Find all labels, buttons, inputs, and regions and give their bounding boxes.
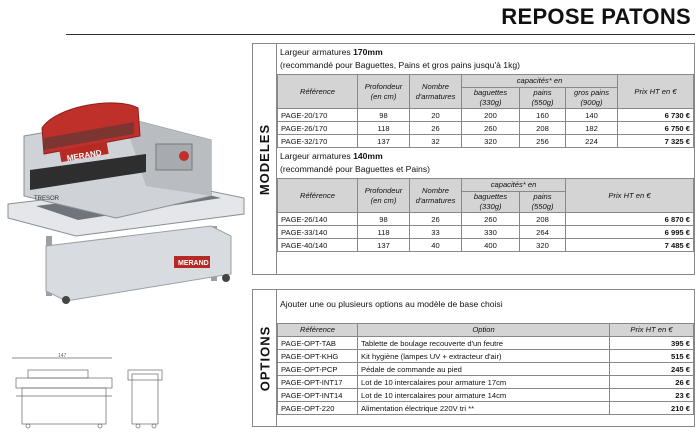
options-intro: Ajouter une ou plusieurs options au modè… bbox=[280, 299, 503, 309]
options-panel: OPTIONS Ajouter une ou plusieurs options… bbox=[252, 289, 695, 427]
svg-text:147: 147 bbox=[58, 353, 67, 359]
col-gros-pains: gros pains (900g) bbox=[565, 87, 618, 109]
col-depth: Profondeur (en cm) bbox=[357, 178, 410, 213]
col-reference: Référence bbox=[277, 323, 358, 337]
options-table: Référence Option Prix HT en € PAGE-OPT-T… bbox=[277, 323, 694, 415]
options-section-label: OPTIONS bbox=[253, 290, 277, 426]
col-option: Option bbox=[357, 323, 610, 337]
col-pains: pains (550g) bbox=[519, 87, 566, 109]
page-title: REPOSE PATONS bbox=[501, 4, 691, 29]
machine-photo: MERAND TRESOR MERAND bbox=[6, 96, 248, 306]
col-capacity: capacités* en bbox=[461, 178, 566, 192]
col-count: Nombre d'armatures bbox=[409, 178, 462, 213]
table-140: Référence Profondeur (en cm) Nombre d'ar… bbox=[277, 178, 694, 252]
table-170: Référence Profondeur (en cm) Nombre d'ar… bbox=[277, 74, 694, 148]
col-capacity: capacités* en bbox=[461, 74, 618, 88]
col-price: Prix HT en € bbox=[565, 178, 694, 213]
title-rule bbox=[66, 34, 695, 35]
group-140-heading: Largeur armatures 140mm (recommandé pour… bbox=[280, 151, 430, 174]
col-baguettes: baguettes (330g) bbox=[461, 87, 520, 109]
col-count: Nombre d'armatures bbox=[409, 74, 462, 109]
technical-drawing: 147 bbox=[8, 352, 168, 432]
group-170-heading: Largeur armatures 170mm (recommandé pour… bbox=[280, 47, 521, 70]
col-baguettes: baguettes (330g) bbox=[461, 191, 520, 213]
col-reference: Référence bbox=[277, 74, 358, 109]
models-section-label: MODELES bbox=[253, 44, 277, 274]
col-price: Prix HT en € bbox=[609, 323, 694, 337]
col-depth: Profondeur (en cm) bbox=[357, 74, 410, 109]
col-reference: Référence bbox=[277, 178, 358, 213]
svg-text:TRESOR: TRESOR bbox=[34, 196, 60, 202]
col-pains: pains (550g) bbox=[519, 191, 566, 213]
svg-text:MERAND: MERAND bbox=[178, 260, 209, 267]
models-panel: MODELES Largeur armatures 170mm (recomma… bbox=[252, 43, 695, 275]
col-price: Prix HT en € bbox=[617, 74, 694, 109]
